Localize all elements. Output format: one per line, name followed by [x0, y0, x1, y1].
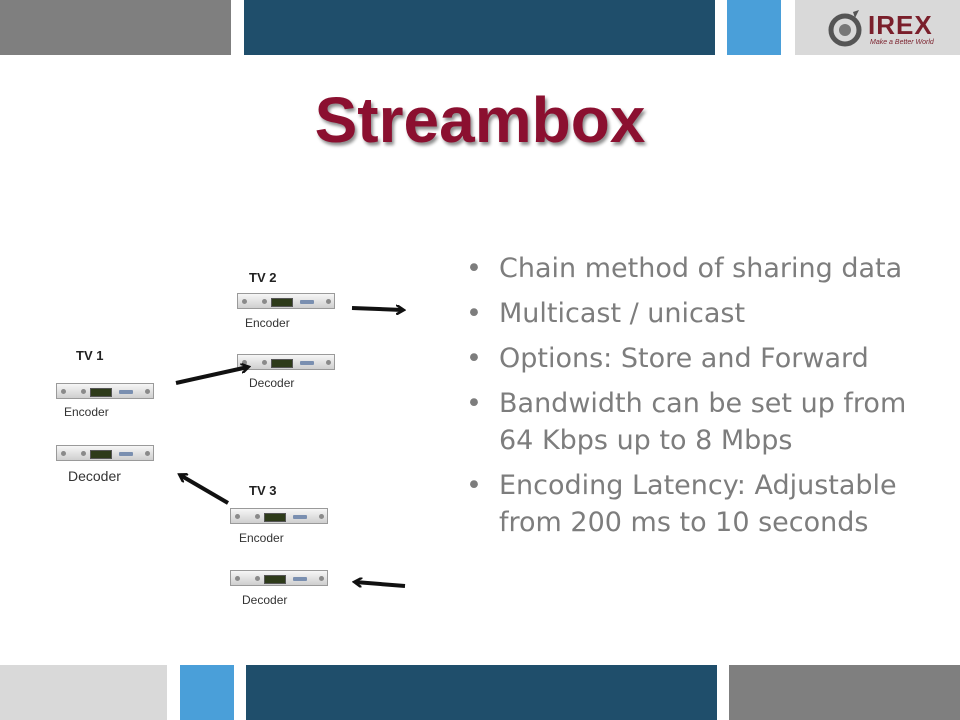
bullet-dot-icon: • — [466, 470, 482, 501]
tv1-decoder-label: Decoder — [68, 468, 121, 484]
device-knob-icon — [319, 514, 324, 519]
device-brand-icon — [293, 577, 307, 581]
device-knob-icon — [145, 389, 150, 394]
device-knob-icon — [262, 299, 267, 304]
tv2-label: TV 2 — [249, 270, 277, 285]
tv2-decoder-device — [237, 354, 335, 370]
bullet-dot-icon: • — [466, 343, 482, 374]
device-knob-icon — [255, 514, 260, 519]
device-knob-icon — [326, 299, 331, 304]
tv3-encoder-device — [230, 508, 328, 524]
bullet-list: • Chain method of sharing data • Multicast… — [466, 250, 936, 549]
bullet-item: • Multicast / unicast — [466, 295, 936, 332]
bullet-text: Encoding Latency: Adjustable from 200 ms… — [499, 470, 897, 538]
bullet-item: • Chain method of sharing data — [466, 250, 936, 287]
tv2-encoder-label: Encoder — [245, 316, 290, 330]
tv2-decoder-label: Decoder — [249, 376, 295, 390]
device-brand-icon — [300, 361, 314, 365]
logo-tagline: Make a Better World — [870, 39, 934, 46]
device-knob-icon — [326, 360, 331, 365]
bullet-text: Options: Store and Forward — [499, 343, 869, 374]
header-bar-navy — [244, 0, 715, 55]
footer-bar-gray — [729, 665, 960, 720]
bullet-item: • Encoding Latency: Adjustable from 200 m… — [466, 467, 936, 541]
footer-bar-blue — [180, 665, 234, 720]
arrow-tv1-to-tv2-icon — [175, 367, 248, 385]
device-display-icon — [271, 298, 293, 307]
bullet-text: Bandwidth can be set up from 64 Kbps up … — [499, 388, 907, 456]
arrow-tv2-out-icon — [351, 308, 403, 310]
device-knob-icon — [255, 576, 260, 581]
device-brand-icon — [300, 300, 314, 304]
device-display-icon — [90, 388, 112, 397]
device-brand-icon — [119, 390, 133, 394]
bullet-dot-icon: • — [466, 298, 482, 329]
logo-text: IREX — [868, 10, 933, 40]
device-knob-icon — [242, 299, 247, 304]
device-display-icon — [271, 359, 293, 368]
tv1-label: TV 1 — [76, 348, 104, 363]
device-knob-icon — [81, 389, 86, 394]
tv3-decoder-device — [230, 570, 328, 586]
tv3-decoder-label: Decoder — [242, 593, 288, 607]
tv3-encoder-label: Encoder — [239, 531, 284, 545]
tv2-encoder-device — [237, 293, 335, 309]
bullet-item: • Options: Store and Forward — [466, 340, 936, 377]
tv1-encoder-device — [56, 383, 154, 399]
bullet-text: Chain method of sharing data — [499, 253, 903, 284]
footer-bar-lightgray — [0, 665, 167, 720]
irex-logo-mark-icon — [828, 10, 862, 47]
device-knob-icon — [235, 576, 240, 581]
irex-logo — [795, 0, 960, 55]
tv1-decoder-device — [56, 445, 154, 461]
device-display-icon — [90, 450, 112, 459]
tv1-encoder-label: Encoder — [64, 405, 109, 419]
device-brand-icon — [293, 515, 307, 519]
arrow-into-tv3-icon — [355, 582, 406, 588]
device-display-icon — [264, 575, 286, 584]
device-brand-icon — [119, 452, 133, 456]
device-knob-icon — [145, 451, 150, 456]
device-knob-icon — [61, 389, 66, 394]
header-bar-gray — [0, 0, 231, 55]
device-knob-icon — [262, 360, 267, 365]
device-knob-icon — [235, 514, 240, 519]
footer-bar-navy — [246, 665, 717, 720]
device-display-icon — [264, 513, 286, 522]
header-bar-blue — [727, 0, 781, 55]
slide-title: Streambox — [314, 84, 646, 156]
tv3-label: TV 3 — [249, 483, 277, 498]
bullet-dot-icon: • — [466, 388, 482, 419]
device-knob-icon — [61, 451, 66, 456]
bullet-item: • Bandwidth can be set up from 64 Kbps up… — [466, 385, 936, 459]
arrow-tv3-to-tv1-icon — [180, 475, 230, 505]
device-knob-icon — [81, 451, 86, 456]
bullet-dot-icon: • — [466, 253, 482, 284]
device-knob-icon — [319, 576, 324, 581]
bullet-text: Multicast / unicast — [499, 298, 746, 329]
